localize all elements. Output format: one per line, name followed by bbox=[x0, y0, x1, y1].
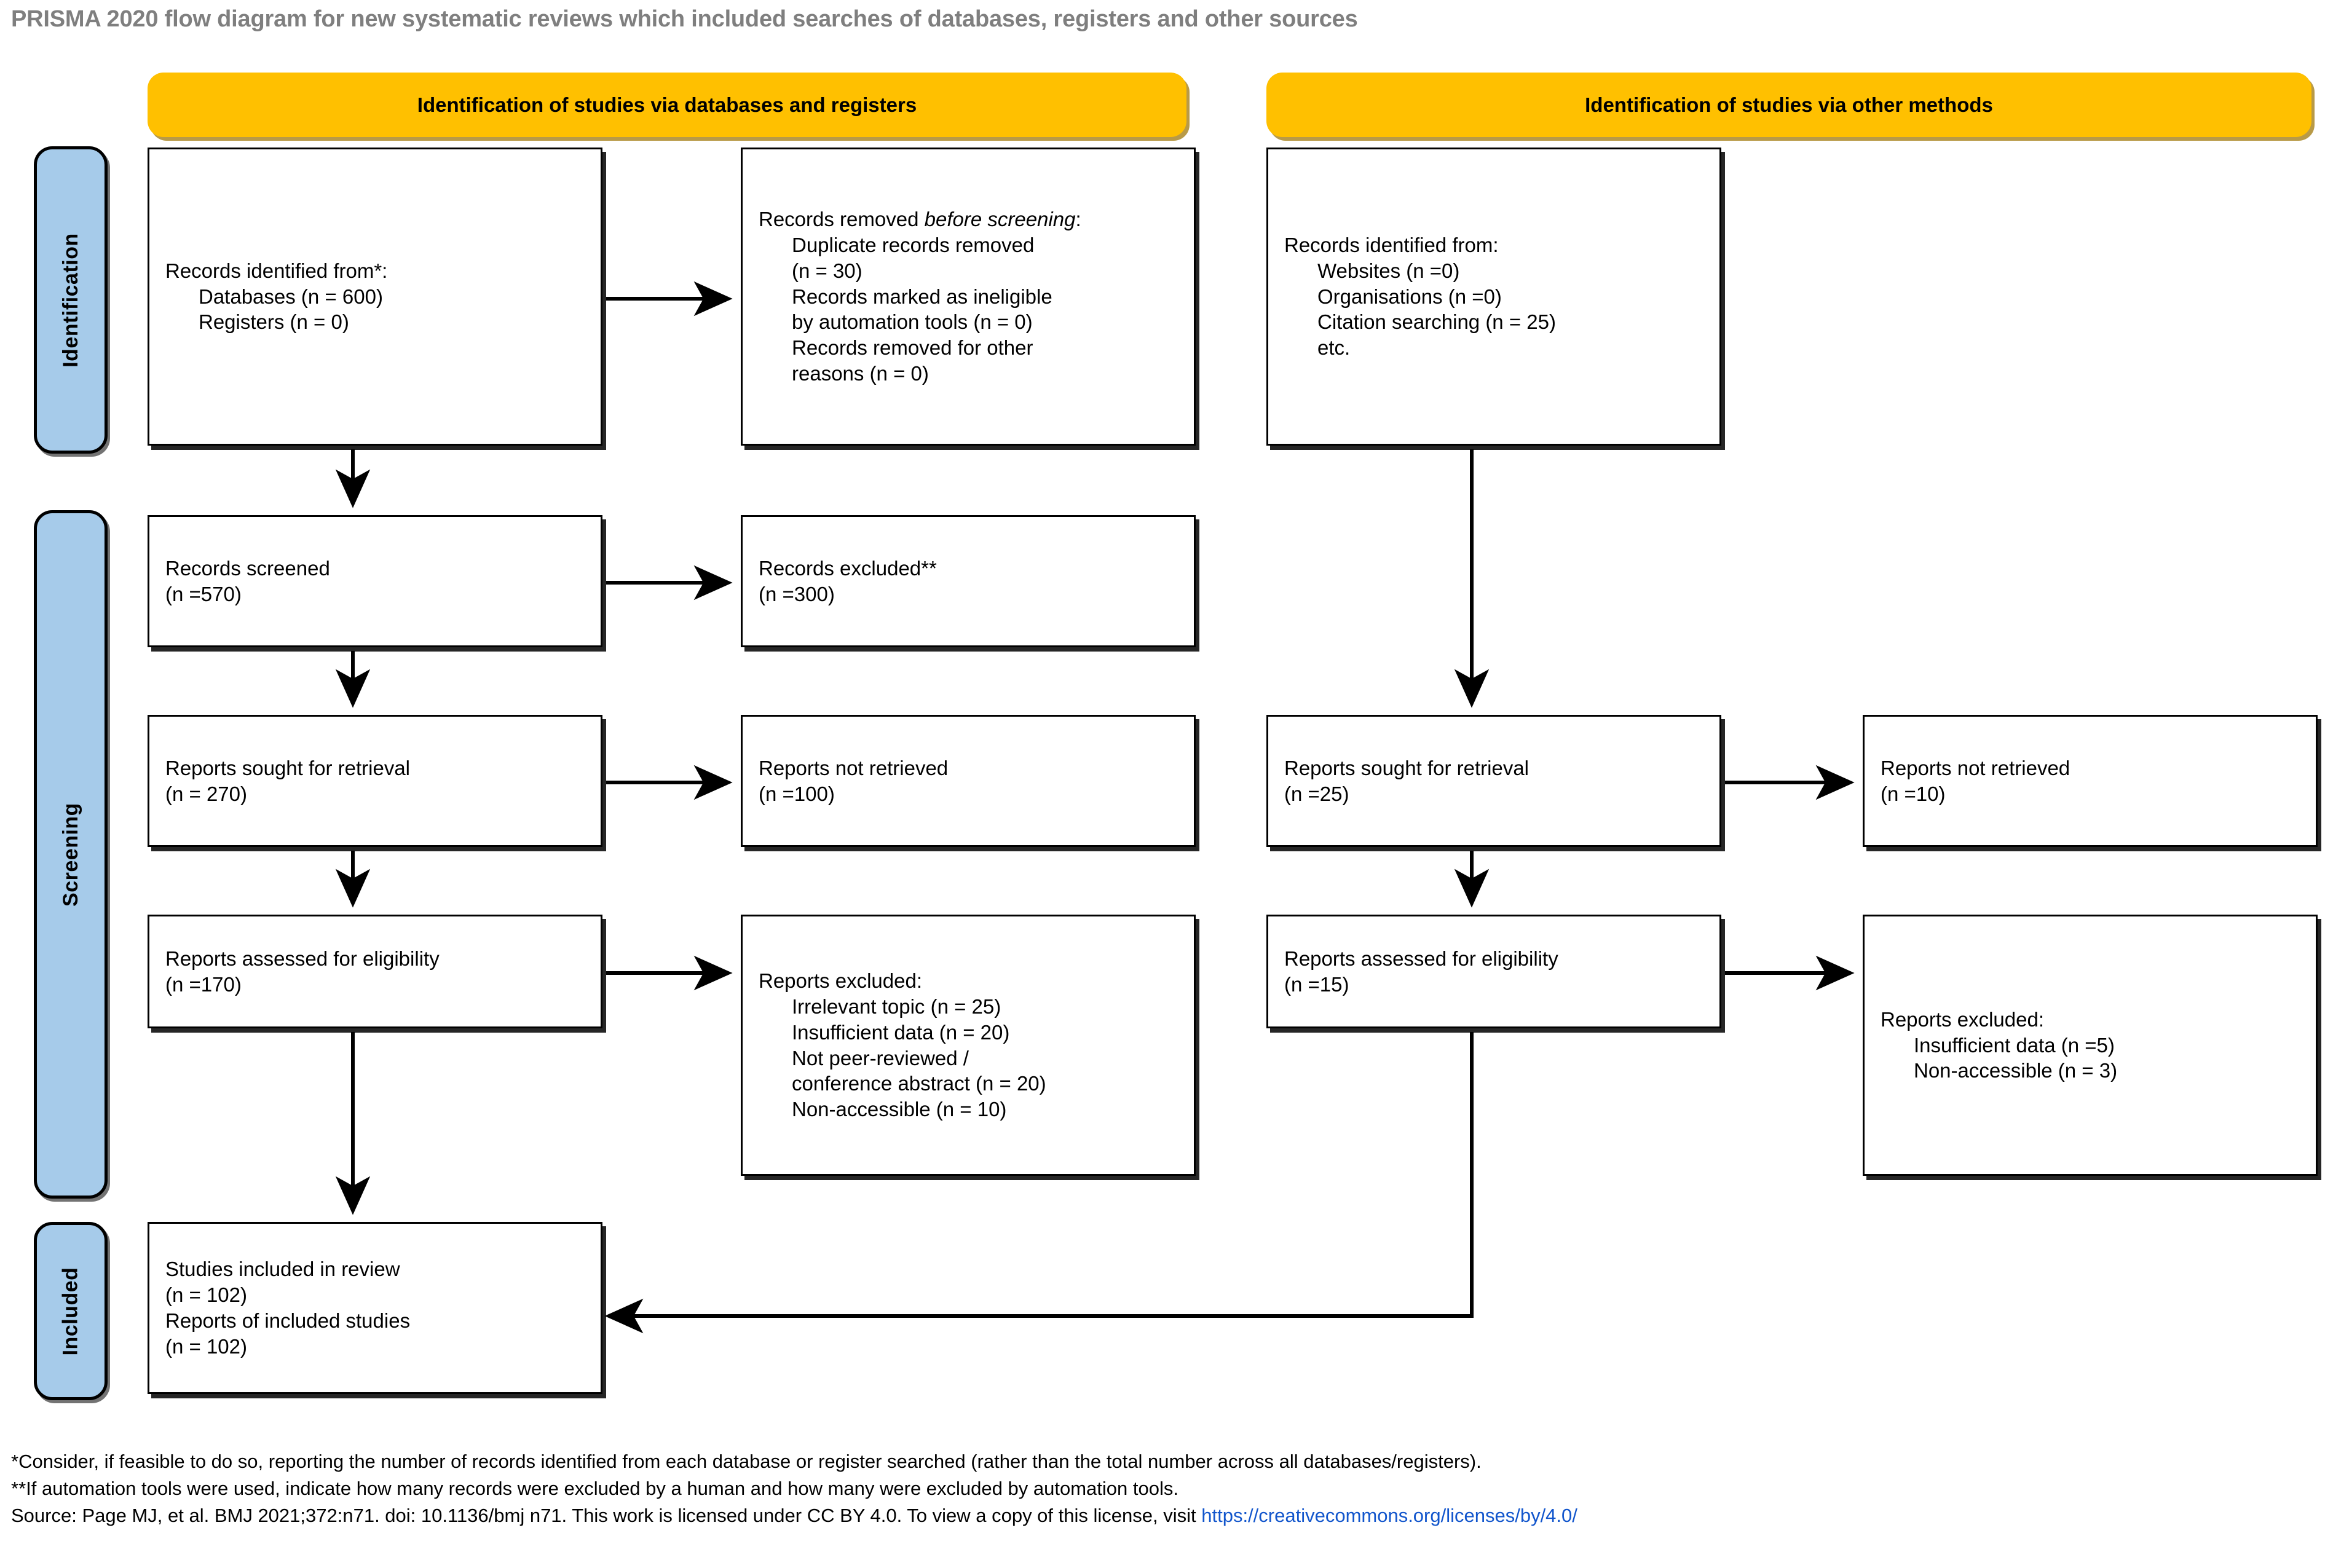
other-records-identified-item-0: Websites (n =0) bbox=[1317, 259, 1460, 282]
box-records-identified-body: Records identified from*: Databases (n =… bbox=[149, 258, 601, 336]
box-records-excluded-body: Records excluded** (n =300) bbox=[743, 556, 1194, 607]
box-other-reports-sought-body: Reports sought for retrieval (n =25) bbox=[1268, 755, 1719, 807]
studies-included-line-0: Studies included in review bbox=[165, 1258, 400, 1281]
other-records-identified-item-1: Organisations (n =0) bbox=[1317, 285, 1502, 308]
reports-excluded-item-3: conference abstract (n = 20) bbox=[792, 1072, 1046, 1095]
box-records-identified: Records identified from*: Databases (n =… bbox=[148, 148, 602, 446]
records-removed-heading-pre: Records removed bbox=[759, 207, 925, 230]
page-title: PRISMA 2020 flow diagram for new systema… bbox=[11, 6, 1358, 32]
other-records-identified-item-3: etc. bbox=[1317, 336, 1351, 360]
box-reports-excluded: Reports excluded: Irrelevant topic (n = … bbox=[741, 915, 1196, 1176]
reports-excluded-item-4: Non-accessible (n = 10) bbox=[792, 1098, 1007, 1121]
box-other-reports-assessed-body: Reports assessed for eligibility (n =15) bbox=[1268, 946, 1719, 998]
studies-included-line-3: (n = 102) bbox=[165, 1334, 247, 1358]
other-reports-not-retrieved-line-0: Reports not retrieved bbox=[1881, 756, 2070, 779]
records-removed-item-0: Duplicate records removed bbox=[792, 233, 1035, 256]
other-reports-excluded-heading: Reports excluded: bbox=[1881, 1007, 2044, 1031]
footnote-source-text: Source: Page MJ, et al. BMJ 2021;372:n71… bbox=[11, 1505, 1202, 1527]
records-removed-item-2: Records marked as ineligible bbox=[792, 285, 1052, 308]
reports-excluded-item-0: Irrelevant topic (n = 25) bbox=[792, 995, 1001, 1018]
footnotes: *Consider, if feasible to do so, reporti… bbox=[11, 1448, 2323, 1529]
box-reports-sought-body: Reports sought for retrieval (n = 270) bbox=[149, 755, 601, 807]
records-removed-item-3: by automation tools (n = 0) bbox=[792, 310, 1033, 334]
records-screened-line-1: (n =570) bbox=[165, 582, 242, 605]
records-removed-heading-post: : bbox=[1075, 207, 1081, 230]
records-removed-heading: Records removed before screening: bbox=[759, 207, 1178, 232]
box-other-reports-excluded: Reports excluded: Insufficient data (n =… bbox=[1863, 915, 2318, 1176]
box-reports-sought: Reports sought for retrieval (n = 270) bbox=[148, 715, 602, 847]
box-records-excluded: Records excluded** (n =300) bbox=[741, 515, 1196, 647]
box-reports-excluded-body: Reports excluded: Irrelevant topic (n = … bbox=[743, 968, 1194, 1122]
stage-label-screening: Screening bbox=[58, 802, 82, 907]
box-other-records-identified: Records identified from: Websites (n =0)… bbox=[1266, 148, 1721, 446]
other-reports-sought-line-1: (n =25) bbox=[1284, 782, 1349, 805]
stage-pill-screening: Screening bbox=[34, 510, 108, 1199]
creative-commons-license-link[interactable]: https://creativecommons.org/licenses/by/… bbox=[1201, 1505, 1577, 1527]
records-identified-heading: Records identified from*: bbox=[165, 259, 388, 282]
records-removed-heading-italic: before screening bbox=[924, 207, 1076, 230]
box-records-screened-body: Records screened (n =570) bbox=[149, 556, 601, 607]
reports-not-retrieved-line-1: (n =100) bbox=[759, 782, 835, 805]
reports-assessed-line-1: (n =170) bbox=[165, 972, 242, 996]
reports-excluded-item-1: Insufficient data (n = 20) bbox=[792, 1020, 1010, 1044]
stage-label-included: Included bbox=[58, 1267, 82, 1355]
records-screened-line-0: Records screened bbox=[165, 556, 330, 580]
other-records-identified-heading: Records identified from: bbox=[1284, 233, 1499, 256]
box-other-reports-excluded-body: Reports excluded: Insufficient data (n =… bbox=[1865, 1007, 2316, 1084]
box-reports-assessed: Reports assessed for eligibility (n =170… bbox=[148, 915, 602, 1028]
footnote-doublestar: **If automation tools were used, indicat… bbox=[11, 1478, 1178, 1500]
records-excluded-line-1: (n =300) bbox=[759, 582, 835, 605]
banner-other-methods: Identification of studies via other meth… bbox=[1266, 73, 2311, 137]
banner-databases-registers: Identification of studies via databases … bbox=[148, 73, 1186, 137]
other-reports-sought-line-0: Reports sought for retrieval bbox=[1284, 756, 1530, 779]
other-reports-excluded-item-1: Non-accessible (n = 3) bbox=[1914, 1059, 2118, 1082]
footnote-source: Source: Page MJ, et al. BMJ 2021;372:n71… bbox=[11, 1502, 2323, 1529]
box-other-reports-sought: Reports sought for retrieval (n =25) bbox=[1266, 715, 1721, 847]
box-studies-included: Studies included in review (n = 102) Rep… bbox=[148, 1222, 602, 1394]
reports-not-retrieved-line-0: Reports not retrieved bbox=[759, 756, 949, 779]
records-identified-item-1: Registers (n = 0) bbox=[199, 310, 349, 334]
box-records-screened: Records screened (n =570) bbox=[148, 515, 602, 647]
other-reports-excluded-item-0: Insufficient data (n =5) bbox=[1914, 1033, 2115, 1057]
reports-excluded-heading: Reports excluded: bbox=[759, 969, 922, 992]
reports-sought-line-1: (n = 270) bbox=[165, 782, 247, 805]
box-other-records-identified-body: Records identified from: Websites (n =0)… bbox=[1268, 232, 1719, 361]
stage-pill-included: Included bbox=[34, 1222, 108, 1400]
box-studies-included-body: Studies included in review (n = 102) Rep… bbox=[149, 1256, 601, 1360]
reports-assessed-line-0: Reports assessed for eligibility bbox=[165, 947, 440, 970]
box-reports-not-retrieved: Reports not retrieved (n =100) bbox=[741, 715, 1196, 847]
box-other-reports-assessed: Reports assessed for eligibility (n =15) bbox=[1266, 915, 1721, 1028]
reports-excluded-item-2: Not peer-reviewed / bbox=[792, 1046, 969, 1070]
box-other-reports-not-retrieved: Reports not retrieved (n =10) bbox=[1863, 715, 2318, 847]
records-identified-item-0: Databases (n = 600) bbox=[199, 285, 383, 308]
other-reports-assessed-line-0: Reports assessed for eligibility bbox=[1284, 947, 1558, 970]
records-removed-item-1: (n = 30) bbox=[792, 259, 862, 282]
studies-included-line-2: Reports of included studies bbox=[165, 1309, 411, 1332]
other-records-identified-item-2: Citation searching (n = 25) bbox=[1317, 310, 1556, 334]
other-reports-not-retrieved-line-1: (n =10) bbox=[1881, 782, 1946, 805]
studies-included-line-1: (n = 102) bbox=[165, 1283, 247, 1307]
stage-pill-identification: Identification bbox=[34, 146, 108, 454]
records-excluded-line-0: Records excluded** bbox=[759, 556, 937, 580]
reports-sought-line-0: Reports sought for retrieval bbox=[165, 756, 411, 779]
stage-label-identification: Identification bbox=[58, 232, 82, 368]
box-records-removed-body: Records removed before screening: Duplic… bbox=[743, 207, 1194, 387]
records-removed-item-5: reasons (n = 0) bbox=[792, 362, 929, 385]
footnote-star: *Consider, if feasible to do so, reporti… bbox=[11, 1451, 1482, 1472]
box-reports-not-retrieved-body: Reports not retrieved (n =100) bbox=[743, 755, 1194, 807]
records-removed-item-4: Records removed for other bbox=[792, 336, 1033, 360]
other-reports-assessed-line-1: (n =15) bbox=[1284, 972, 1349, 996]
box-other-reports-not-retrieved-body: Reports not retrieved (n =10) bbox=[1865, 755, 2316, 807]
box-reports-assessed-body: Reports assessed for eligibility (n =170… bbox=[149, 946, 601, 998]
box-records-removed-before-screening: Records removed before screening: Duplic… bbox=[741, 148, 1196, 446]
